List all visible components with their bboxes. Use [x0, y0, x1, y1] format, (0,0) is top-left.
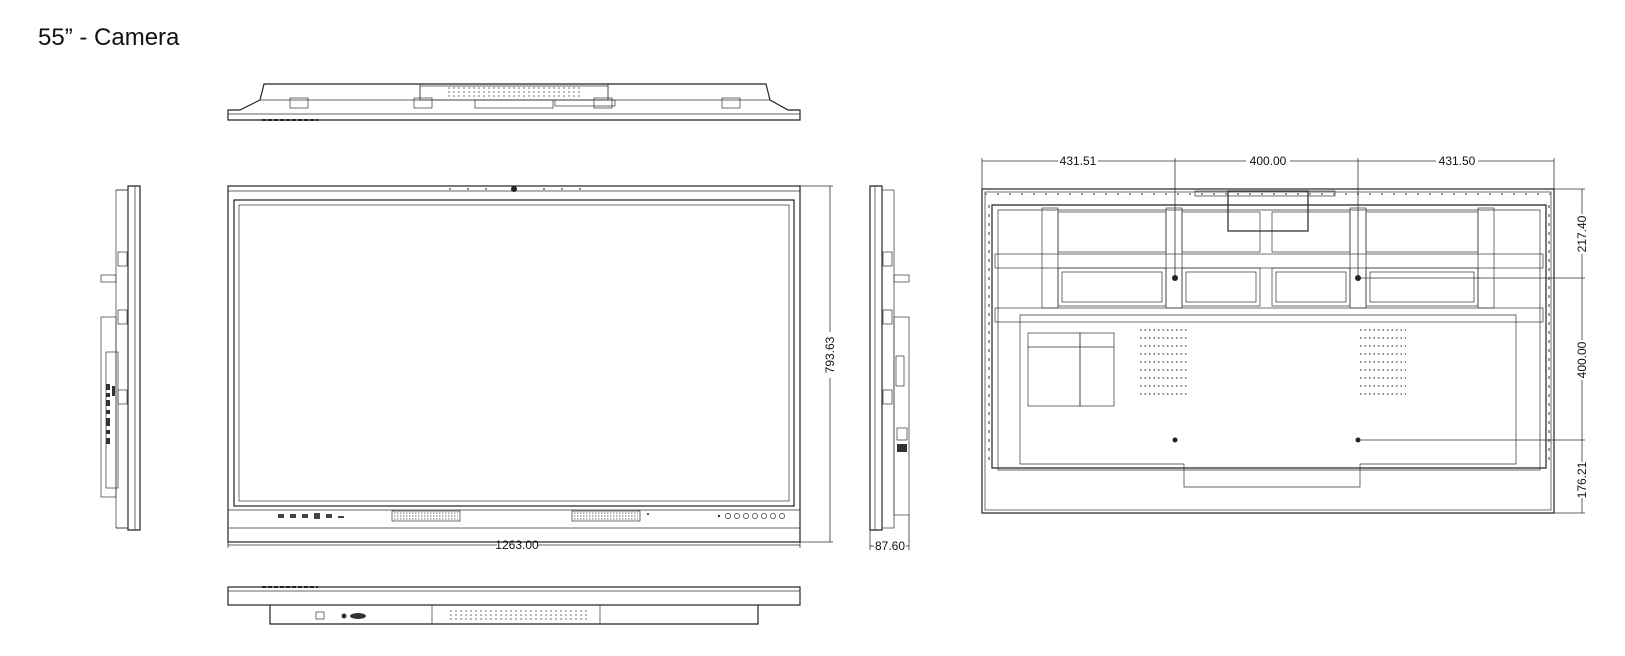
- bottom-view: [227, 586, 801, 625]
- dim-rear-bottom: 176.21: [1575, 461, 1589, 498]
- right-side-view: 87.60: [869, 185, 910, 553]
- dim-rear-mid: 400.00: [1250, 154, 1287, 168]
- dim-rear-top: 217.40: [1575, 215, 1589, 252]
- front-view: 1263.00 793.63: [227, 185, 837, 552]
- dim-rear-left: 431.51: [1060, 154, 1097, 168]
- top-view: [227, 83, 801, 121]
- dim-depth: 87.60: [875, 539, 905, 553]
- left-side-view: [100, 185, 141, 531]
- dim-rear-vertical: 400.00: [1575, 341, 1589, 378]
- rear-view: 431.51 400.00 431.50 217.40 400.00 176.2…: [981, 154, 1589, 514]
- dim-front-width: 1263.00: [495, 538, 539, 552]
- dim-front-height: 793.63: [823, 336, 837, 373]
- dim-rear-right: 431.50: [1439, 154, 1476, 168]
- page-title: 55” - Camera: [38, 24, 180, 51]
